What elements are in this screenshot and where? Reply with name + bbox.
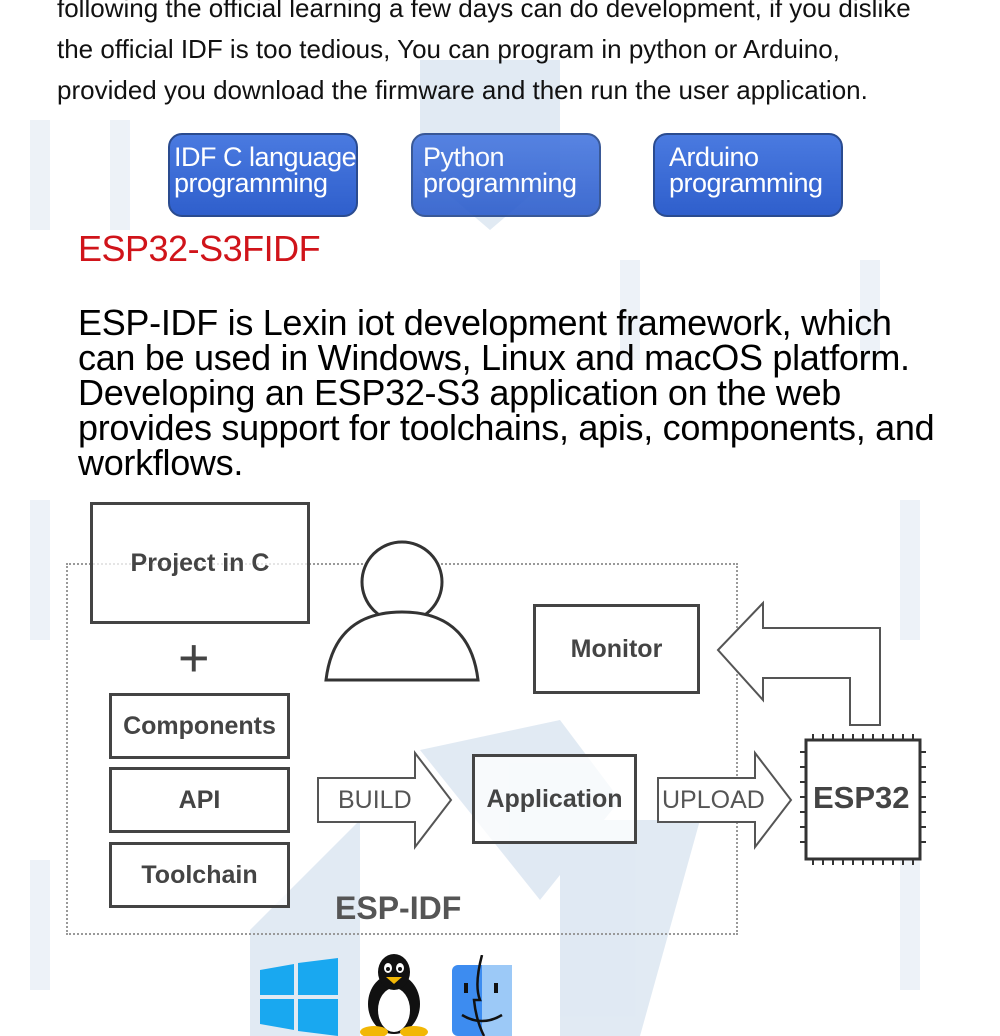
monitor-label: Monitor (570, 634, 663, 663)
intro-line: the official IDF is too tedious, You can… (57, 34, 840, 64)
project-label: Project in C (130, 548, 270, 577)
build-arrow (317, 750, 453, 850)
description: ESP-IDF is Lexin iot development framewo… (78, 302, 935, 483)
components-label: Components (123, 711, 276, 740)
monitor-return-arrow (716, 600, 881, 726)
intro-line: provided you download the firmware and t… (57, 75, 868, 105)
button-label: IDF C language (174, 142, 357, 172)
python-programming-button[interactable]: Python programming (411, 133, 601, 217)
esp-idf-label: ESP-IDF (335, 890, 462, 926)
button-label: programming (669, 168, 823, 198)
toolchain-box: Toolchain (109, 842, 290, 908)
toolchain-label: Toolchain (141, 860, 258, 889)
idf-c-programming-button[interactable]: IDF C language programming (168, 133, 358, 217)
plus-sign: + (178, 628, 210, 688)
button-label: programming (423, 168, 577, 198)
api-box: API (109, 767, 290, 833)
esp32-chip-icon (800, 734, 926, 865)
button-label: programming (174, 168, 328, 198)
project-box: Project in C (90, 502, 310, 624)
user-icon (324, 540, 480, 682)
macos-icon (452, 955, 512, 1036)
upload-arrow (657, 750, 793, 850)
esp32-label: ESP32 (813, 780, 910, 815)
button-label: Arduino (669, 142, 759, 172)
section-title: ESP32-S3FIDF (78, 228, 321, 269)
windows-icon (260, 958, 338, 1036)
components-box: Components (109, 693, 290, 759)
build-label: BUILD (338, 786, 412, 814)
intro-paragraph: following the official learning a few da… (57, 0, 957, 111)
intro-line: following the official learning a few da… (57, 0, 911, 23)
linux-icon (360, 954, 428, 1036)
button-label: Python (423, 142, 505, 172)
application-label: Application (486, 784, 623, 813)
upload-label: UPLOAD (662, 786, 765, 814)
arduino-programming-button[interactable]: Arduino programming (653, 133, 843, 217)
api-label: API (178, 785, 221, 814)
monitor-box: Monitor (533, 604, 700, 694)
application-box: Application (472, 754, 637, 844)
